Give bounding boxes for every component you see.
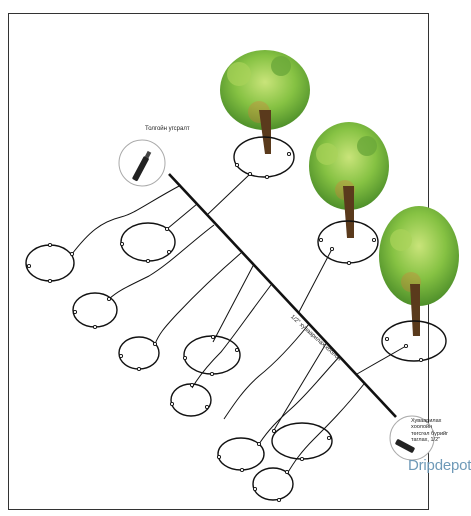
main-line xyxy=(168,173,397,418)
emitter-rings xyxy=(25,222,333,501)
marker-icon xyxy=(132,150,152,182)
magnifier-top xyxy=(118,139,166,187)
end-cap-label: Хуваарилах хоолойн төгсгөл бүрийг таглах… xyxy=(411,418,449,443)
tree-icon xyxy=(309,122,389,238)
magnifier-end xyxy=(389,415,435,461)
head-assembly-label: Толгойн угсралт xyxy=(145,126,190,132)
branch-lines xyxy=(71,173,407,475)
diagram-frame: Толгойн угсралт 1/2" хуваарилах хоолой Х… xyxy=(8,13,471,510)
emitter-dots xyxy=(26,151,424,503)
marker-icon xyxy=(395,439,415,453)
tree-icon xyxy=(220,50,310,154)
irrigation-diagram xyxy=(25,50,459,503)
tree-icon xyxy=(379,206,459,336)
brand-logo: Dripdepot xyxy=(408,457,471,474)
